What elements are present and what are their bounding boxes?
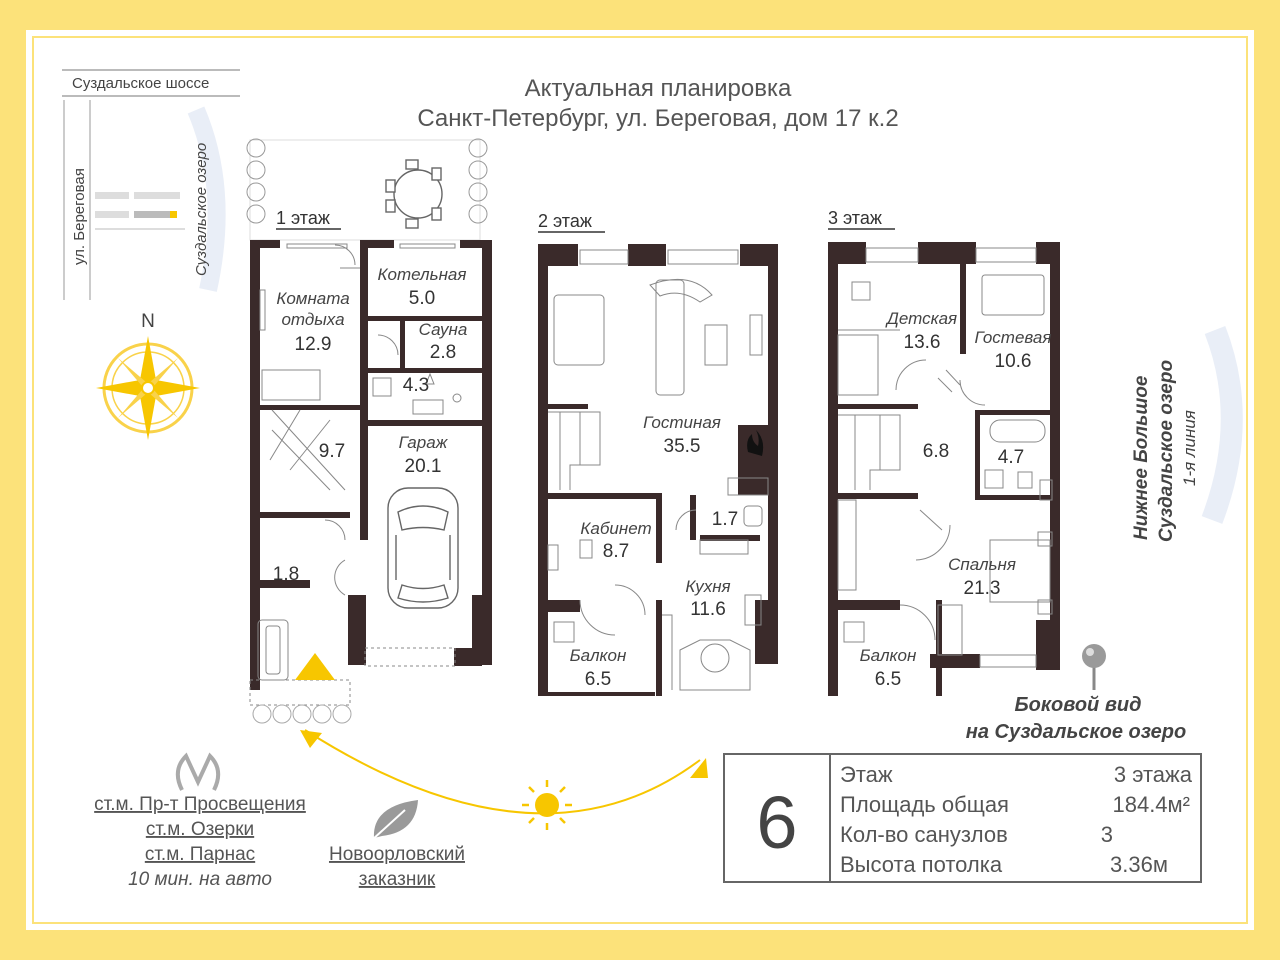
inner-frame-line	[32, 36, 1248, 924]
room-name: Сауна	[419, 320, 468, 339]
room-name: Гостевая	[975, 328, 1052, 347]
room-area: 11.6	[690, 599, 726, 620]
compass-icon: N	[96, 311, 200, 440]
floor-1-label: 1 этаж	[276, 208, 330, 228]
spec-label: Высота потолка	[840, 852, 1003, 877]
specs-table: 6 Этаж 3 этажа Площадь общая 184.4м² Кол…	[723, 753, 1202, 883]
spec-label: Этаж	[840, 762, 893, 787]
room-name: Котельная	[378, 265, 467, 284]
room-name: Балкон	[570, 646, 627, 665]
lake-name-line1: Нижнее Большое	[1131, 375, 1152, 540]
room-name: Гараж	[399, 433, 449, 452]
fireplace-icon	[747, 430, 764, 456]
metro-travel-time: 10 мин. на авто	[128, 869, 272, 890]
room-area: 4.3	[403, 375, 429, 396]
room-area: 12.9	[295, 334, 332, 355]
lake-line-label: 1-я линия	[1180, 410, 1199, 486]
sun-path	[300, 729, 708, 830]
metro-station-1[interactable]: ст.м. Пр-т Просвещения	[94, 794, 306, 815]
terrace-table-icon	[385, 159, 443, 229]
unit-number: 6	[756, 781, 797, 864]
room-name: отдыха	[281, 310, 344, 329]
room-area: 20.1	[405, 456, 442, 477]
room-name: Спальня	[948, 555, 1016, 574]
room-area: 5.0	[409, 288, 435, 309]
side-view-caption-1: Боковой вид	[1015, 694, 1142, 716]
room-name: Кабинет	[580, 519, 651, 538]
floor-3-label: 3 этаж	[828, 208, 882, 228]
room-area: 21.3	[964, 578, 1001, 599]
road-label: Суздальское шоссе	[72, 75, 209, 92]
side-view: Нижнее Большое Суздальское озеро 1-я лин…	[966, 326, 1243, 743]
room-area: 9.7	[319, 441, 345, 462]
room-area: 13.6	[904, 332, 941, 353]
reserve-name-1[interactable]: Новоорловский	[329, 844, 465, 865]
room-name: Кухня	[685, 577, 730, 596]
room-area: 4.7	[998, 447, 1024, 468]
spec-value: 3.36м	[1110, 852, 1168, 877]
reserve-name-2[interactable]: заказник	[359, 869, 436, 890]
room-name: Детская	[885, 309, 957, 328]
lake-name-line2: Суздальское озеро	[1156, 360, 1177, 542]
location-map: Суздальское шоссе ул. Береговая Суздальс…	[62, 69, 240, 300]
floor-2-label: 2 этаж	[538, 211, 592, 231]
page-address: Санкт-Петербург, ул. Береговая, дом 17 к…	[417, 105, 898, 132]
floor-1-plan: 1 этаж	[246, 138, 492, 724]
room-area: 6.5	[585, 669, 611, 690]
room-name: Гостиная	[643, 413, 721, 432]
spec-value: 3 этажа	[1114, 762, 1193, 787]
room-area: 1.8	[273, 564, 299, 585]
map-pin-icon	[1082, 644, 1106, 690]
room-area: 35.5	[664, 436, 701, 457]
metro-station-3[interactable]: ст.м. Парнас	[145, 844, 255, 865]
entrance-marker-icon	[295, 653, 335, 680]
lake-label: Суздальское озеро	[193, 143, 210, 276]
room-area: 1.7	[712, 509, 738, 530]
trees-icon	[252, 704, 352, 724]
sun-icon	[522, 780, 572, 830]
metro-logo-icon	[175, 752, 221, 791]
spec-value: 3	[1101, 822, 1113, 847]
floor-3-plan: 3 этаж	[828, 208, 1060, 696]
page-title: Актуальная планировка	[525, 75, 792, 102]
room-name: Комната	[276, 289, 349, 308]
north-label: N	[141, 311, 155, 332]
floor-2-plan: 2 этаж	[538, 211, 778, 696]
leaf-icon	[371, 800, 418, 841]
room-area: 6.8	[923, 441, 949, 462]
spec-label: Кол-во санузлов	[840, 822, 1008, 847]
spec-label: Площадь общая	[840, 792, 1009, 817]
metro-station-2[interactable]: ст.м. Озерки	[146, 819, 254, 840]
room-area: 8.7	[603, 541, 629, 562]
car-icon	[387, 487, 459, 609]
street-label: ул. Береговая	[71, 168, 88, 265]
room-area: 6.5	[875, 669, 901, 690]
room-area: 2.8	[430, 342, 456, 363]
room-area: 10.6	[995, 351, 1032, 372]
room-name: Балкон	[860, 646, 917, 665]
spec-value: 184.4м²	[1112, 792, 1190, 817]
side-view-caption-2: на Суздальское озеро	[966, 721, 1186, 743]
